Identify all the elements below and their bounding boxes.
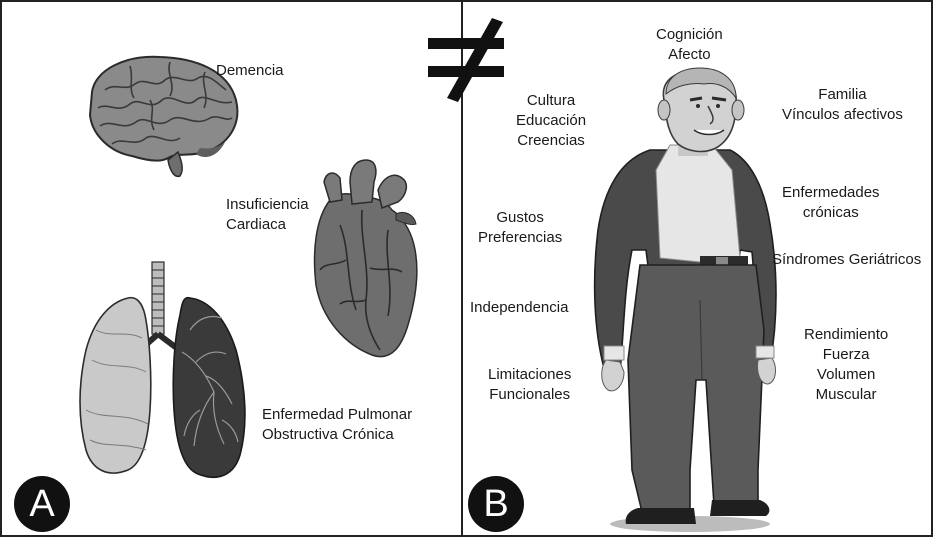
panel-b-letter: B	[468, 476, 524, 532]
label-independence: Independencia	[470, 298, 568, 318]
label-geriatric-syndromes: Síndromes Geriátricos	[772, 250, 921, 270]
label-copd: Enfermedad Pulmonar Obstructiva Crónica	[262, 405, 412, 445]
label-culture: Cultura Educación Creencias	[516, 91, 586, 151]
label-muscle-performance: Rendimiento Fuerza Volumen Muscular	[804, 325, 888, 405]
label-tastes: Gustos Preferencias	[478, 208, 562, 248]
label-functional-limitations: Limitaciones Funcionales	[488, 365, 571, 405]
label-heart-failure: Insuficiencia Cardiaca	[226, 195, 309, 235]
label-cognition: Cognición Afecto	[656, 25, 723, 65]
panel-a-letter: A	[14, 476, 70, 532]
label-family: Familia Vínculos afectivos	[782, 85, 903, 125]
label-chronic-diseases: Enfermedades crónicas	[782, 183, 880, 223]
label-dementia: Demencia	[216, 61, 284, 81]
